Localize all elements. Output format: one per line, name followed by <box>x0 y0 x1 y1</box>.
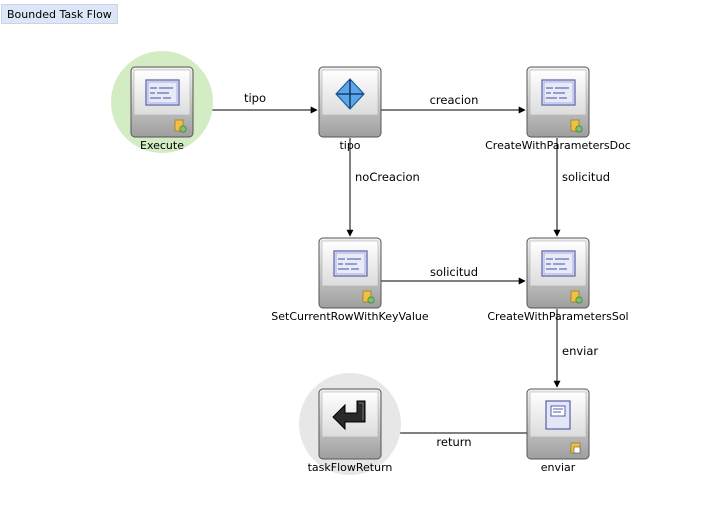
node-execute[interactable]: Execute <box>111 51 213 153</box>
edge-setCurrent-createSol[interactable]: solicitud <box>381 265 526 285</box>
edge-tipo-createDoc[interactable]: creacion <box>381 93 526 114</box>
node-label[interactable]: tipo <box>339 139 360 152</box>
node-createDoc[interactable]: CreateWithParametersDoc <box>485 66 631 152</box>
node-label[interactable]: taskFlowReturn <box>308 461 393 474</box>
view-badge-icon <box>570 442 581 454</box>
node-label[interactable]: CreateWithParametersDoc <box>485 139 631 152</box>
method-call-icon <box>145 79 180 106</box>
task-flow-tab[interactable]: Bounded Task Flow <box>1 4 118 24</box>
node-label[interactable]: CreateWithParametersSol <box>487 310 628 323</box>
edge-execute-tipo[interactable]: tipo <box>193 91 318 114</box>
edge-label[interactable]: creacion <box>430 93 479 107</box>
view-page-icon <box>545 400 571 430</box>
edge-label[interactable]: tipo <box>244 91 266 105</box>
node-enviar[interactable]: enviar <box>526 388 590 474</box>
method-badge-icon <box>570 119 583 133</box>
edge-label[interactable]: solicitud <box>562 170 610 184</box>
node-tipo[interactable]: tipo <box>318 66 382 152</box>
method-call-icon <box>541 79 576 106</box>
node-return[interactable]: taskFlowReturn <box>299 373 401 475</box>
node-createSol[interactable]: CreateWithParametersSol <box>487 237 629 323</box>
node-label[interactable]: enviar <box>541 461 576 474</box>
edge-label[interactable]: solicitud <box>430 265 478 279</box>
method-badge-icon <box>570 290 583 304</box>
task-flow-return-icon <box>332 400 366 431</box>
method-badge-icon <box>174 119 187 133</box>
edge-createDoc-createSol[interactable]: solicitud <box>553 138 610 237</box>
router-diamond-icon <box>335 78 365 110</box>
edge-label[interactable]: return <box>436 435 471 449</box>
edge-tipo-setCurrent[interactable]: noCreacion <box>346 138 420 237</box>
method-call-icon <box>333 250 368 277</box>
node-setCurrent[interactable]: SetCurrentRowWithKeyValue <box>271 237 429 323</box>
node-label[interactable]: Execute <box>140 139 184 152</box>
node-label[interactable]: SetCurrentRowWithKeyValue <box>271 310 429 323</box>
edge-enviar-return[interactable]: return <box>382 429 527 449</box>
edge-label[interactable]: noCreacion <box>355 170 420 184</box>
method-badge-icon <box>362 290 375 304</box>
method-call-icon <box>541 250 576 277</box>
edge-createSol-enviar[interactable]: enviar <box>553 309 598 388</box>
edge-label[interactable]: enviar <box>562 344 598 358</box>
